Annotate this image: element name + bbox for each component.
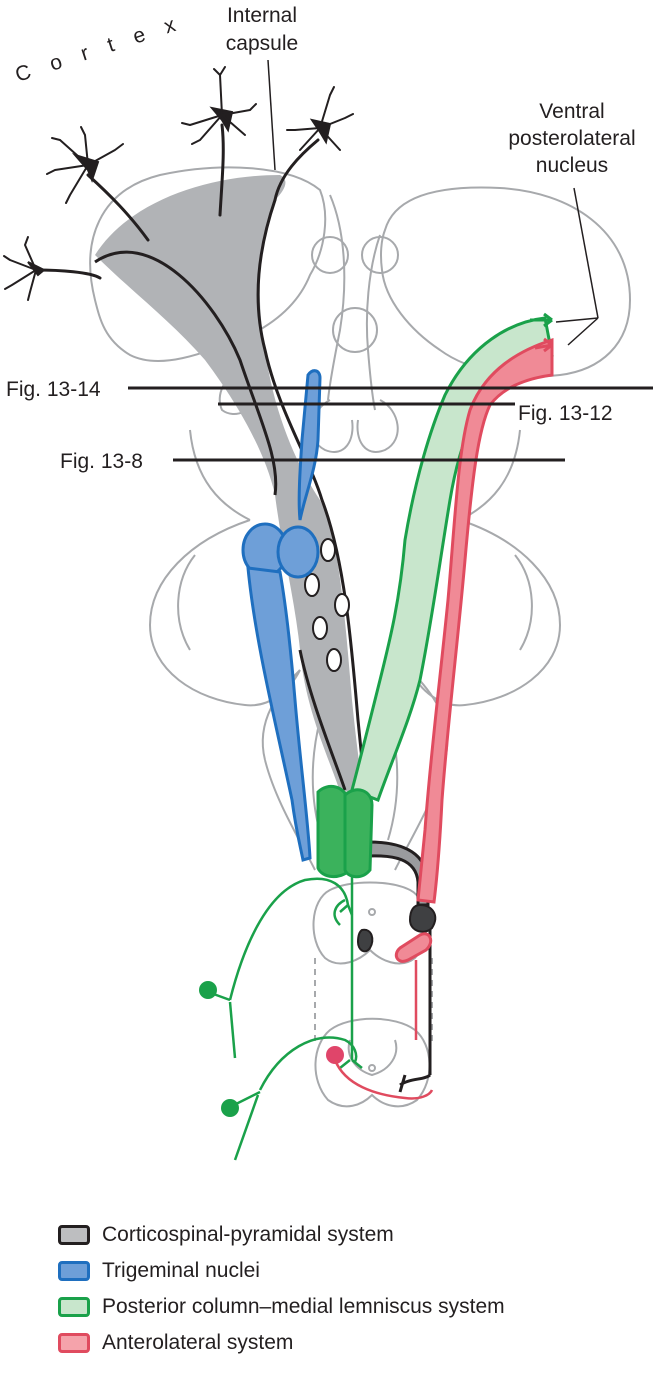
cortical-neuron-1 (3, 236, 102, 301)
cortical-neuron-4 (273, 86, 354, 202)
cortical-neurons (3, 66, 354, 301)
legend-item-anterolateral: Anterolateral system (58, 1330, 648, 1356)
legend-swatch-anterolateral (58, 1333, 90, 1353)
cortex-label: Cortex (12, 7, 198, 87)
vpl-label-line1: Ventral (539, 100, 604, 123)
internal-capsule-pointer (267, 59, 276, 171)
legend-swatch-corticospinal (58, 1225, 90, 1245)
fig-13-12-label: Fig. 13-12 (518, 402, 613, 425)
fig-13-14-label: Fig. 13-14 (6, 378, 101, 401)
internal-capsule-label-line1: Internal (227, 4, 297, 27)
cortical-neuron-2 (46, 126, 150, 242)
medial-lemniscus-system (199, 312, 554, 1161)
anterolateral-system (326, 337, 554, 1100)
vpl-label-line2: posterolateral (508, 127, 635, 150)
fig-13-8-label: Fig. 13-8 (60, 450, 143, 473)
vpl-label-line3: nucleus (536, 154, 608, 177)
legend-swatch-trigeminal (58, 1261, 90, 1281)
legend-item-trigeminal: Trigeminal nuclei (58, 1258, 648, 1284)
brainstem-pathways-diagram: Cortex Internal capsule Ventral posterol… (3, 4, 653, 1161)
section-lines (128, 386, 653, 462)
cortical-neuron-3 (181, 66, 257, 217)
legend-label-trigeminal: Trigeminal nuclei (102, 1259, 260, 1282)
legend-label-corticospinal: Corticospinal-pyramidal system (102, 1223, 394, 1246)
legend-item-corticospinal: Corticospinal-pyramidal system (58, 1222, 648, 1248)
legend-swatch-lemniscus (58, 1297, 90, 1317)
vpl-pointer (555, 187, 599, 346)
legend: Corticospinal-pyramidal system Trigemina… (58, 1222, 648, 1366)
trigeminal-nuclei (241, 369, 322, 862)
internal-capsule-label-line2: capsule (226, 32, 298, 55)
legend-label-lemniscus: Posterior column–medial lemniscus system (102, 1295, 505, 1318)
legend-item-lemniscus: Posterior column–medial lemniscus system (58, 1294, 648, 1320)
legend-label-anterolateral: Anterolateral system (102, 1331, 294, 1354)
